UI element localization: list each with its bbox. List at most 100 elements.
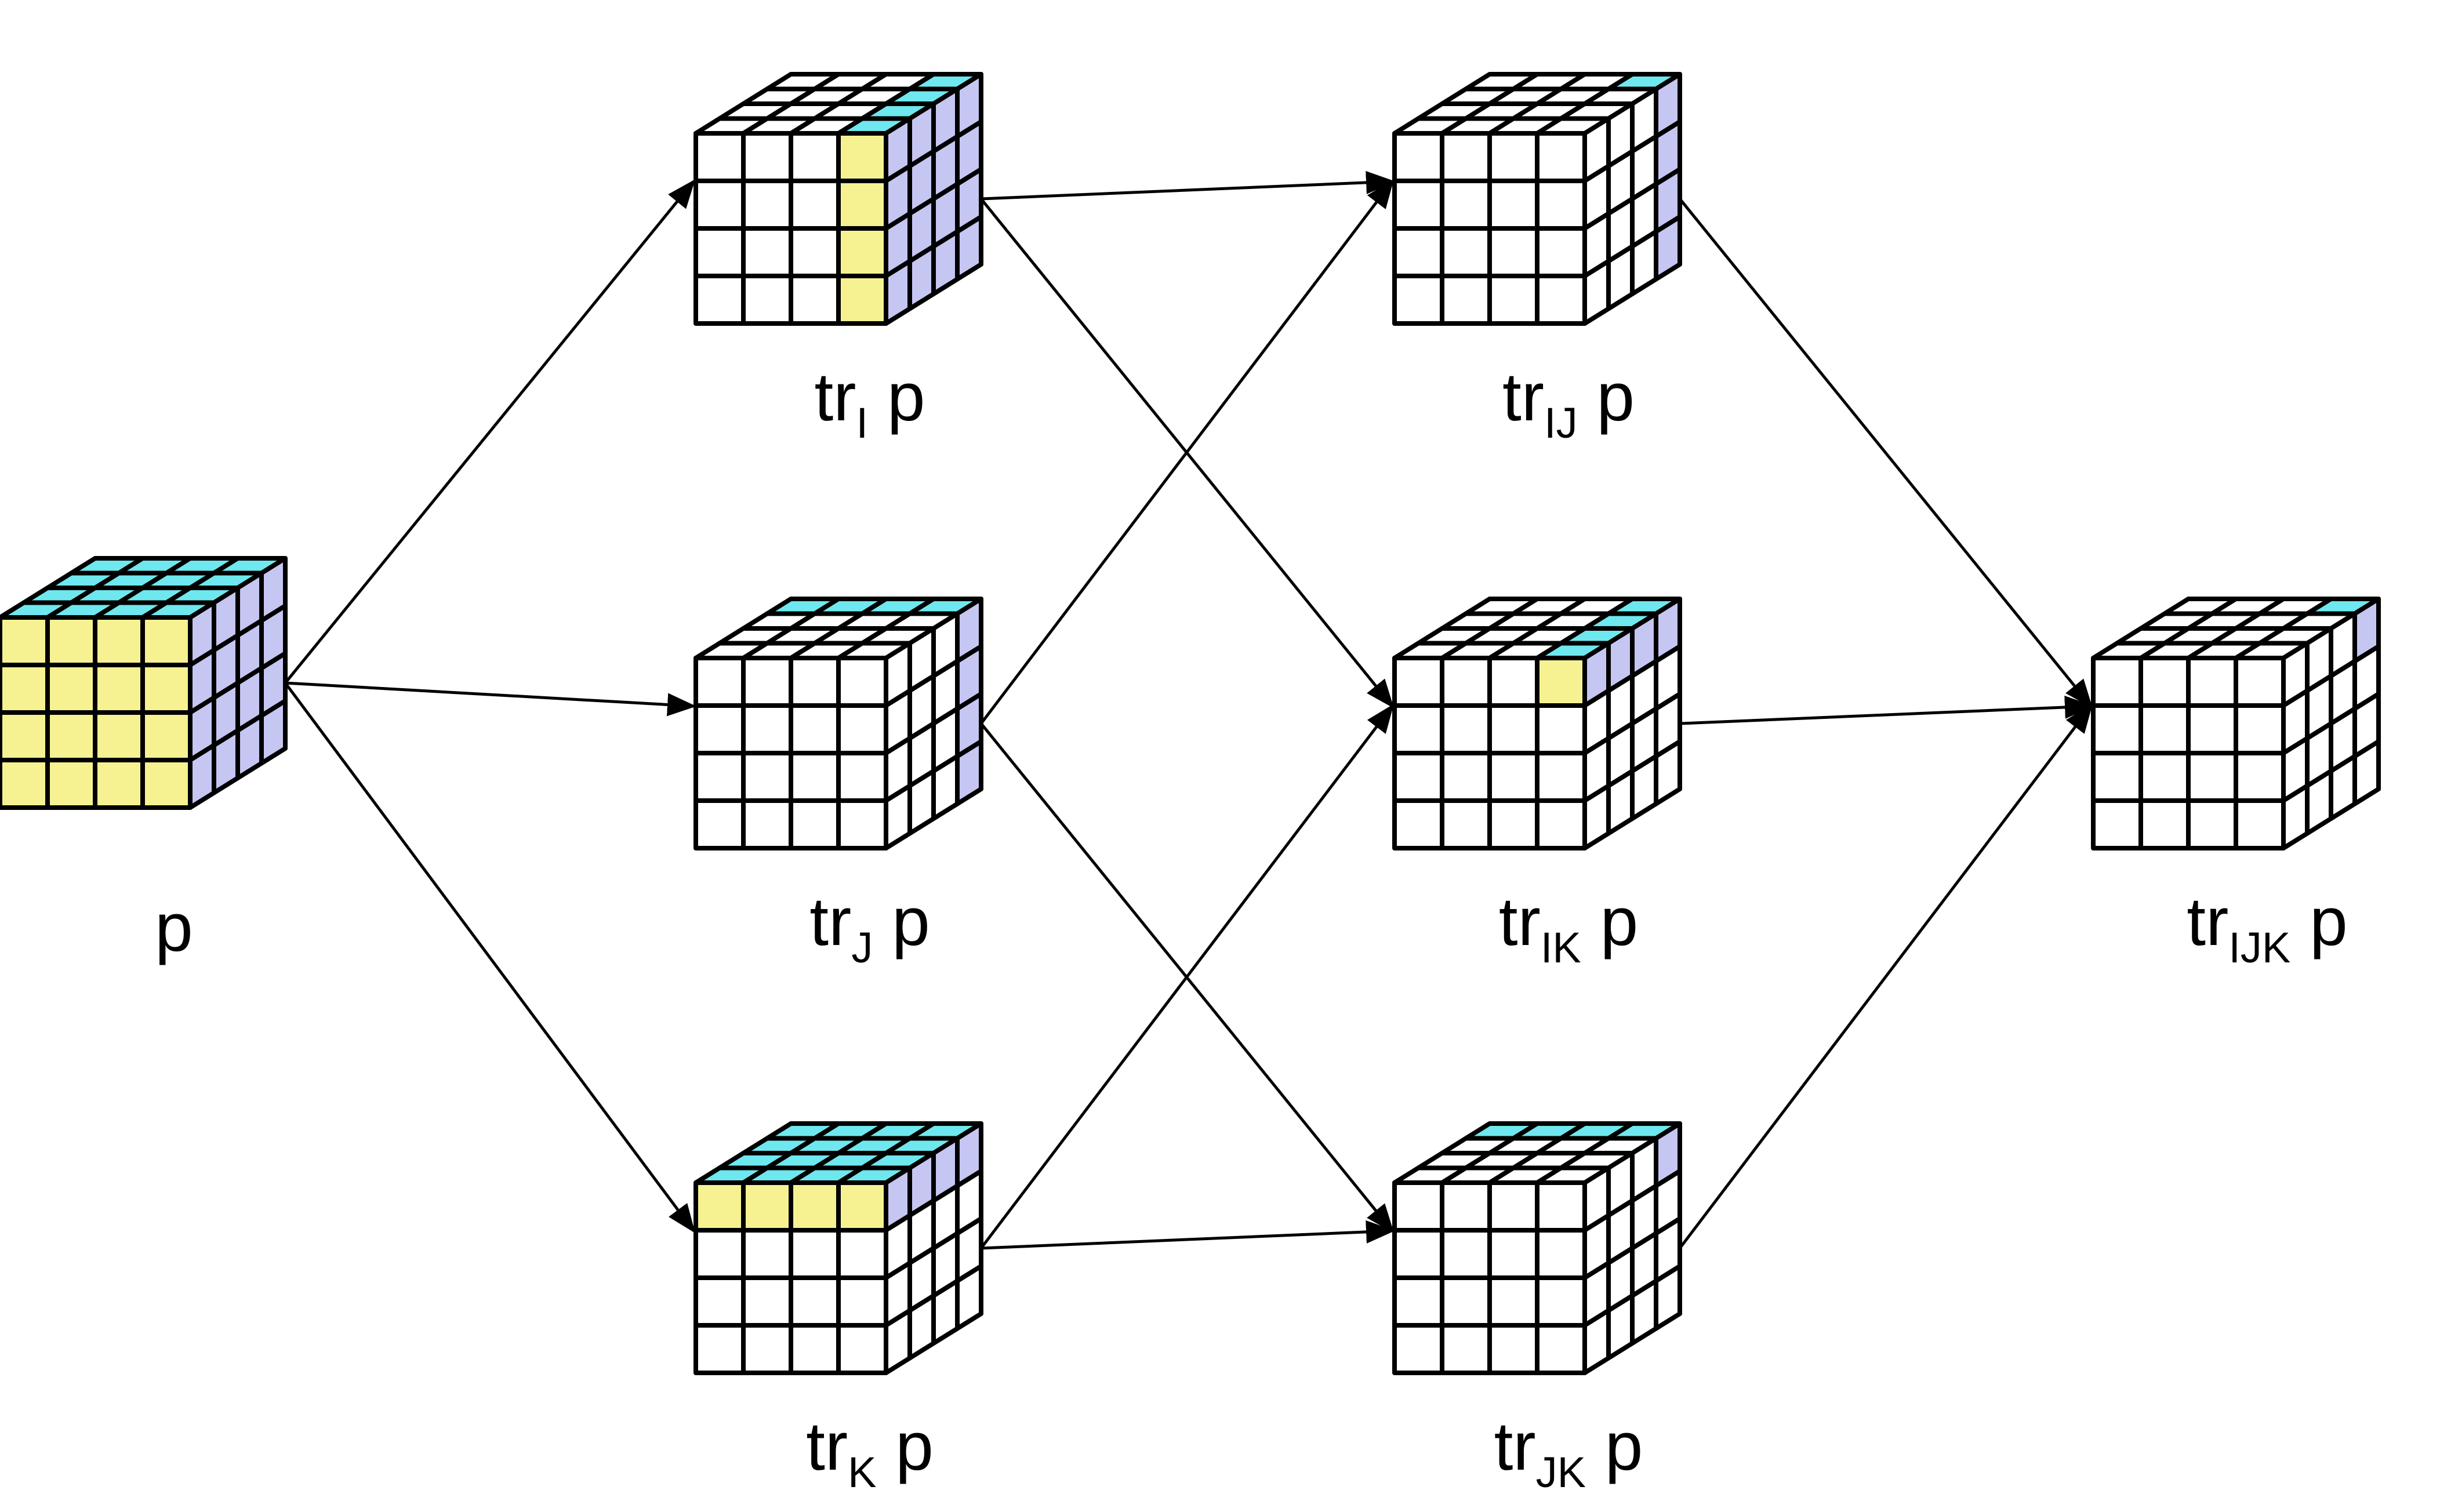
arrow-p-to-trI — [284, 179, 696, 684]
front-cell — [1535, 1323, 1587, 1375]
front-cell — [1440, 1180, 1492, 1233]
side-cell — [1654, 215, 1682, 282]
front-cell — [693, 131, 746, 183]
front-cell — [789, 1275, 841, 1328]
front-cell — [1392, 656, 1444, 708]
front-cell — [2091, 798, 2143, 850]
arrow-p-to-trJ — [285, 681, 696, 717]
cube-label: trIK p — [1499, 884, 1638, 972]
front-cell — [1487, 656, 1539, 708]
front-cell — [1392, 179, 1444, 231]
label-subscript: IJ — [1544, 399, 1578, 447]
front-cell — [836, 1180, 888, 1233]
front-cell — [1487, 179, 1539, 231]
front-cell — [789, 179, 841, 231]
arrow-trK-to-trIK — [980, 704, 1395, 1249]
front-cell — [1535, 1180, 1587, 1233]
front-cell — [1440, 226, 1492, 278]
label-subscript: JK — [1536, 1448, 1586, 1496]
front-cell — [789, 1180, 841, 1233]
front-cell — [0, 710, 50, 762]
front-cell — [2091, 751, 2143, 803]
label-subscript: I — [856, 399, 869, 447]
front-cell — [2234, 798, 2286, 850]
front-cell — [789, 274, 841, 326]
front-cell — [836, 1323, 888, 1375]
front-cell — [836, 226, 888, 278]
front-cell — [1535, 179, 1587, 231]
label-p: p — [2290, 884, 2347, 960]
front-cell — [789, 656, 841, 708]
front-cell — [2091, 703, 2143, 755]
front-cell — [836, 1275, 888, 1328]
front-cell — [1535, 1275, 1587, 1328]
label-p: p — [873, 884, 929, 960]
front-cell — [693, 274, 746, 326]
front-cell — [1440, 274, 1492, 326]
front-cell — [1487, 1180, 1539, 1233]
front-cell — [693, 656, 746, 708]
label-base: tr — [1502, 359, 1544, 435]
front-cell — [1487, 1275, 1539, 1328]
arrows — [284, 170, 2094, 1250]
label-subscript: IJK — [2228, 924, 2290, 972]
front-cell — [836, 274, 888, 326]
front-cell — [1535, 798, 1587, 850]
front-cell — [693, 1323, 746, 1375]
label-base: p — [155, 889, 193, 966]
arrow-p-to-trK — [284, 682, 695, 1234]
cube-trIK: trIK p — [1392, 597, 1682, 972]
front-cell — [45, 710, 97, 762]
front-cell — [836, 656, 888, 708]
front-cell — [140, 710, 193, 762]
front-cell — [789, 1323, 841, 1375]
arrow-trI-to-trIJ — [981, 170, 1395, 201]
front-cell — [140, 615, 193, 667]
front-cell — [1440, 703, 1492, 755]
front-cell — [45, 663, 97, 715]
label-subscript: K — [848, 1448, 876, 1496]
front-cell — [1487, 1228, 1539, 1280]
cube-trIJK: trIJK p — [2091, 597, 2381, 972]
front-cell — [0, 758, 50, 810]
front-cell — [45, 615, 97, 667]
front-cell — [1440, 131, 1492, 183]
front-cell — [140, 758, 193, 810]
label-subscript: IK — [1541, 924, 1581, 972]
front-cell — [1487, 226, 1539, 278]
front-cell — [789, 798, 841, 850]
front-cell — [1440, 1323, 1492, 1375]
front-cell — [2138, 798, 2191, 850]
front-cell — [836, 751, 888, 803]
front-cell — [1535, 656, 1587, 708]
front-cell — [1440, 1275, 1492, 1328]
side-cell — [2352, 739, 2381, 806]
label-base: tr — [1499, 884, 1541, 960]
cube-label: trIJ p — [1502, 359, 1635, 447]
front-cell — [0, 663, 50, 715]
label-base: tr — [2187, 884, 2228, 960]
front-cell — [93, 615, 145, 667]
cube-label: trJK p — [1494, 1408, 1643, 1496]
front-cell — [1487, 703, 1539, 755]
front-cell — [693, 1275, 746, 1328]
side-cell — [1654, 739, 1682, 806]
front-cell — [2234, 751, 2286, 803]
front-cell — [1392, 1228, 1444, 1280]
front-cell — [1392, 798, 1444, 850]
cube-label: trJ p — [809, 884, 930, 972]
arrow-trIK-to-trIJK — [1679, 695, 2094, 725]
front-cell — [1392, 1180, 1444, 1233]
cube-label: p — [155, 889, 193, 966]
arrow-trIJ-to-trIJK — [1679, 198, 2093, 708]
front-cell — [2234, 703, 2286, 755]
label-p: p — [868, 359, 925, 435]
front-cell — [0, 615, 50, 667]
front-cell — [741, 274, 793, 326]
front-cell — [1392, 1275, 1444, 1328]
front-cell — [1535, 703, 1587, 755]
front-cell — [93, 710, 145, 762]
label-p: p — [1578, 359, 1635, 435]
front-cell — [789, 226, 841, 278]
front-cell — [836, 703, 888, 755]
